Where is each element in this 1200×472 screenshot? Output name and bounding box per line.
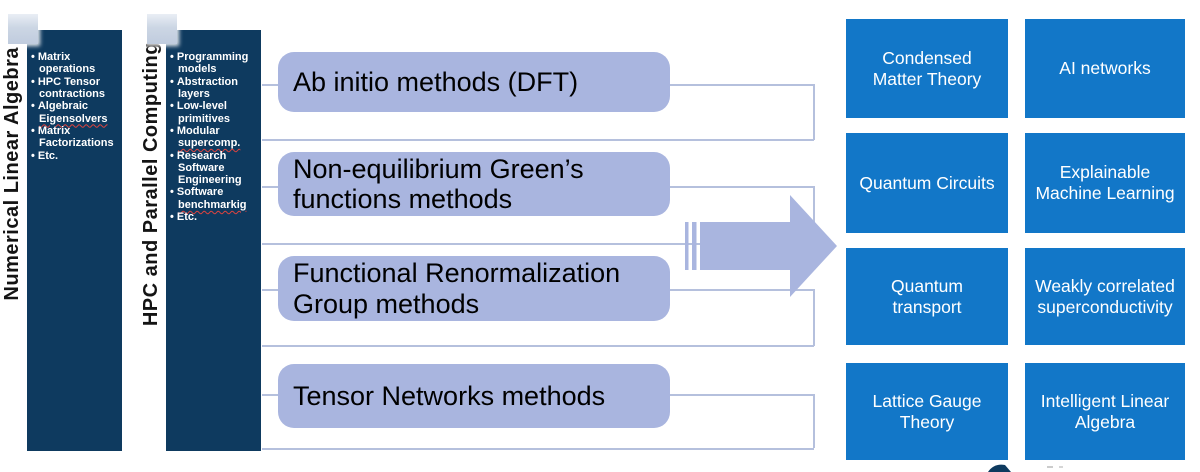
connector-line <box>262 243 814 245</box>
method-label: functions methods <box>293 184 513 214</box>
application-box-ai-networks: AI networks <box>1025 19 1185 118</box>
list-item: Algebraic Eigensolvers <box>31 100 121 125</box>
connector-line <box>262 345 814 347</box>
connector-line <box>813 186 815 244</box>
application-label: Quantum <box>891 275 963 296</box>
connector-line <box>262 448 814 450</box>
application-label: Lattice Gauge <box>872 390 982 411</box>
application-label: Weakly correlated <box>1035 275 1175 296</box>
application-label: Machine Learning <box>1035 183 1175 203</box>
application-label: Matter Theory <box>872 68 982 89</box>
application-label: superconductivity <box>1037 296 1173 317</box>
application-box-quantum-circuits: Quantum Circuits <box>846 133 1008 233</box>
method-label: Functional Renormalization <box>293 258 621 288</box>
connector-line <box>262 139 814 141</box>
method-label: Non-equilibrium Green’s <box>293 153 584 184</box>
pillar-list-numerical-linear-algebra: Matrix operations HPC Tensor contraction… <box>31 51 121 162</box>
method-label: Ab initio methods (DFT) <box>293 66 579 97</box>
application-label: AI networks <box>1059 58 1151 79</box>
method-box-ab-initio: Ab initio methods (DFT) <box>278 52 670 112</box>
list-item: Software benchmarkig <box>170 186 260 211</box>
method-box-tensor-networks: Tensor Networks methods <box>278 364 670 428</box>
list-item: Matrix Factorizations <box>31 125 121 150</box>
list-item: Research Software Engineering <box>170 150 260 187</box>
application-label: Quantum Circuits <box>859 172 995 193</box>
list-item: Matrix operations <box>31 51 121 76</box>
decorative-glow-tile <box>147 14 177 44</box>
list-item: Low-level primitives <box>170 100 260 125</box>
application-label: Algebra <box>1074 411 1136 432</box>
logo-swoosh-icon <box>988 464 1063 472</box>
application-label: transport <box>892 296 962 317</box>
method-label: Group methods <box>293 288 480 319</box>
connector-line <box>813 84 815 140</box>
pillar-list-hpc-parallel-computing: Programming models Abstraction layers Lo… <box>170 51 260 223</box>
application-label: Theory <box>899 411 955 432</box>
list-item: Etc. <box>170 211 260 223</box>
pillar-title-numerical-linear-algebra: Numerical Linear Algebra <box>1 47 23 301</box>
spellcheck-underline: Eigensolvers <box>39 112 108 125</box>
pillar-title-hpc-parallel-computing: HPC and Parallel Computing <box>140 42 162 327</box>
list-item: Etc. <box>31 150 121 162</box>
spellcheck-underline: supercomp. <box>178 137 241 150</box>
connector-line <box>813 289 815 346</box>
list-item: Abstraction layers <box>170 76 260 101</box>
connector-line <box>813 394 815 448</box>
spellcheck-underline: benchmarkig <box>178 198 247 211</box>
list-item: HPC Tensor contractions <box>31 76 121 101</box>
decorative-glow-tile <box>8 14 38 44</box>
application-label: Condensed <box>882 47 972 68</box>
list-item: Modular supercomp. <box>170 125 260 150</box>
application-label: Explainable <box>1059 162 1151 183</box>
method-label: Tensor Networks methods <box>293 380 606 411</box>
application-label: Intelligent Linear <box>1040 390 1170 411</box>
list-item: Programming models <box>170 51 260 76</box>
striped-right-arrow-icon <box>685 195 837 297</box>
